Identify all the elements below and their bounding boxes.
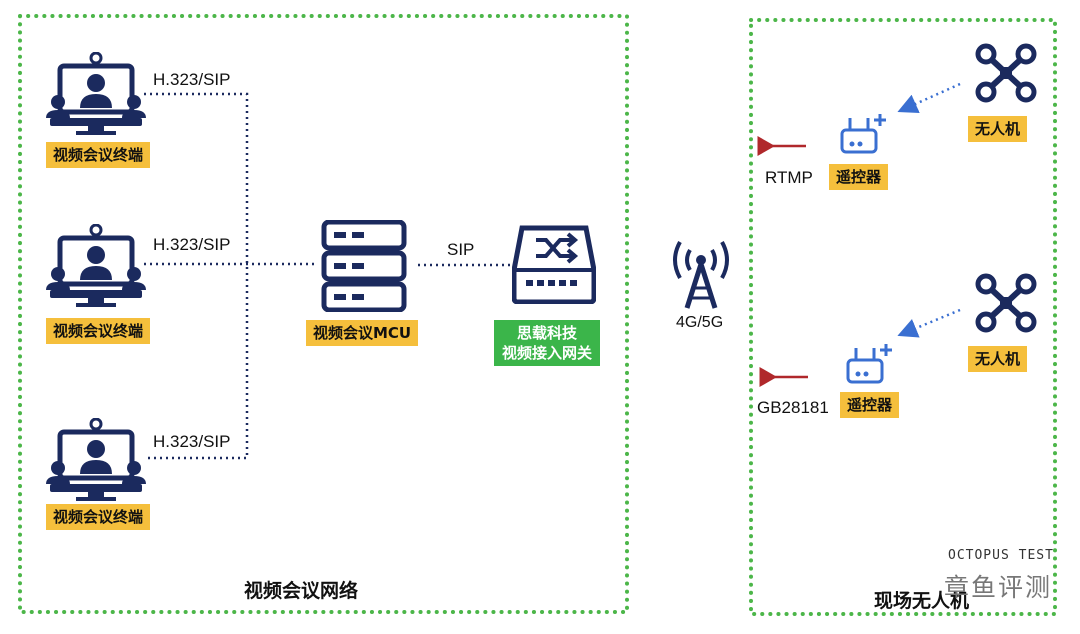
terminal-label-2: 视频会议终端 xyxy=(46,318,151,344)
tower-label: 4G/5G xyxy=(676,314,724,331)
link-mcu-gateway-protocol: SIP xyxy=(447,240,475,259)
remote-controller-icon xyxy=(840,114,886,154)
terminal-label-1: 视频会议终端 xyxy=(46,142,151,168)
region-border-uav xyxy=(749,18,1057,616)
server-icon xyxy=(321,220,407,312)
drone-label-1: 无人机 xyxy=(968,116,1028,142)
link-terminal-1 xyxy=(144,92,249,460)
watermark-line2: 章鱼评测 xyxy=(944,573,1053,602)
region-title-conference: 视频会议网络 xyxy=(244,581,359,602)
cell-tower-icon xyxy=(673,241,729,309)
watermark-line1: OCTOPUS TEST xyxy=(948,548,1054,563)
stream-protocol-1: RTMP xyxy=(765,168,813,187)
link-drone-1 xyxy=(897,82,961,113)
switch-gateway-icon xyxy=(512,225,596,304)
stream-protocol-2: GB28181 xyxy=(757,398,829,417)
region-border-conference xyxy=(18,14,629,614)
drone-icon xyxy=(975,43,1037,103)
link-drone-2 xyxy=(897,308,961,338)
gateway-label: 思载科技 视频接入网关 xyxy=(494,320,601,366)
controller-label-1: 遥控器 xyxy=(829,164,889,190)
conference-terminal-icon xyxy=(46,418,146,501)
conference-terminal-icon xyxy=(46,52,146,135)
terminal-protocol-3: H.323/SIP xyxy=(153,432,231,451)
gateway-label-line2: 视频接入网关 xyxy=(502,344,593,362)
drone-icon xyxy=(975,273,1037,333)
remote-controller-icon xyxy=(846,344,892,384)
region-title-uav: 现场无人机 xyxy=(874,591,970,612)
controller-label-2: 遥控器 xyxy=(840,392,900,418)
gateway-label-line1: 思载科技 xyxy=(517,324,578,342)
drone-label-2: 无人机 xyxy=(968,346,1028,372)
conference-terminal-icon xyxy=(46,224,146,307)
mcu-label: 视频会议MCU xyxy=(306,320,419,346)
terminal-label-3: 视频会议终端 xyxy=(46,504,151,530)
terminal-protocol-2: H.323/SIP xyxy=(153,235,231,254)
terminal-protocol-1: H.323/SIP xyxy=(153,70,231,89)
